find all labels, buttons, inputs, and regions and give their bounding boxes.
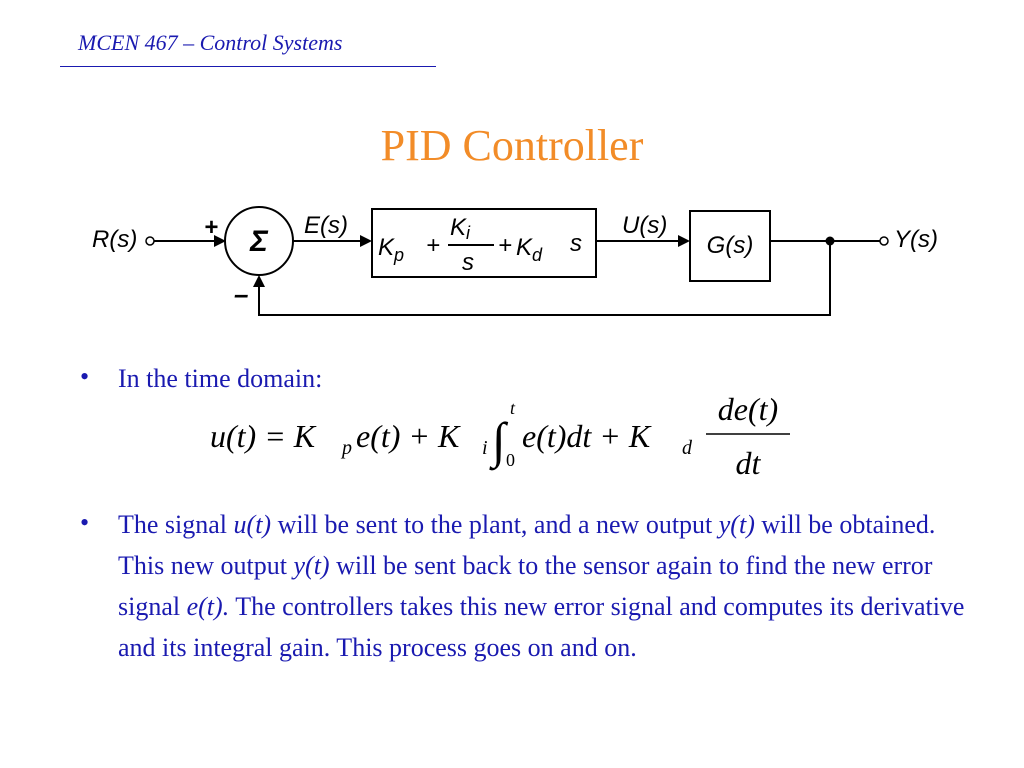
bullet-text-time-domain: In the time domain: — [118, 364, 323, 393]
formula-upper-limit: t — [510, 398, 516, 418]
plant-block — [689, 210, 771, 282]
feedback-path — [258, 241, 831, 316]
formula-sub-d: d — [682, 437, 693, 459]
formula-sub-i: i — [482, 437, 488, 459]
text-segment: will be sent back to the sensor again to… — [118, 551, 933, 621]
text-segment: The controllers takes this new error sig… — [118, 592, 965, 662]
formula-mid1: e(t) + K — [356, 418, 461, 454]
formula-sub-p: p — [340, 437, 352, 459]
feedback-arrowhead — [253, 275, 265, 287]
svg-text:Kd: Kd — [516, 234, 543, 265]
controller-transfer-function: Kp + Ki s + Kd s — [378, 214, 582, 276]
control-label: U(s) — [622, 212, 667, 239]
svg-text:+: + — [498, 232, 512, 259]
input-arrowhead — [214, 235, 226, 247]
signal-u-of-t: u(t) — [233, 510, 272, 539]
svg-text:s: s — [570, 230, 582, 257]
error-arrowhead — [360, 235, 372, 247]
minus-sign: – — [234, 279, 248, 309]
pid-time-domain-formula: u(t) = K p e(t) + K i ∫ t 0 e(t)dt + K d… — [210, 392, 790, 481]
signal-y-of-t: y(t) — [293, 551, 330, 580]
formula-lower-limit: 0 — [506, 450, 515, 470]
output-terminal — [879, 236, 889, 246]
course-header: MCEN 467 – Control Systems — [78, 30, 343, 55]
text-segment: will be obtained. This new output — [118, 510, 936, 580]
header-divider — [60, 66, 436, 67]
error-label: E(s) — [304, 212, 348, 239]
input-terminal — [145, 236, 155, 246]
plus-sign: + — [204, 214, 218, 241]
formula-numerator: de(t) — [718, 392, 778, 427]
pid-block-diagram: R(s) + Σ – E(s) Kp + Ki s + Kd s U(s) G(… — [92, 206, 938, 316]
text-segment: The signal — [118, 510, 234, 539]
svg-text:s: s — [462, 249, 474, 276]
signal-y-of-t: y(t) — [718, 510, 755, 539]
signal-e-of-t: e(t). — [186, 592, 230, 621]
formula-lhs: u(t) = K — [210, 418, 317, 454]
slide-title: PID Controller — [380, 121, 644, 170]
bullet-marker-2: • — [80, 508, 90, 537]
input-label: R(s) — [92, 226, 137, 253]
bullet-marker-1: • — [80, 362, 90, 391]
formula-denominator: dt — [736, 445, 762, 481]
svg-text:+: + — [426, 232, 440, 259]
plant-label: G(s) — [707, 232, 754, 259]
sigma-symbol: Σ — [249, 225, 269, 258]
bullet-text-signal-description: The signal u(t) will be sent to the plan… — [118, 504, 968, 668]
text-segment: will be sent to the plant, and a new out… — [271, 510, 719, 539]
svg-text:Kp: Kp — [378, 234, 404, 265]
control-arrowhead — [678, 235, 690, 247]
svg-text:Ki: Ki — [450, 214, 471, 243]
controller-block — [371, 208, 597, 278]
output-label: Y(s) — [894, 226, 938, 253]
formula-mid2: e(t)dt + K — [522, 418, 652, 454]
formula-integral: ∫ — [489, 412, 509, 471]
